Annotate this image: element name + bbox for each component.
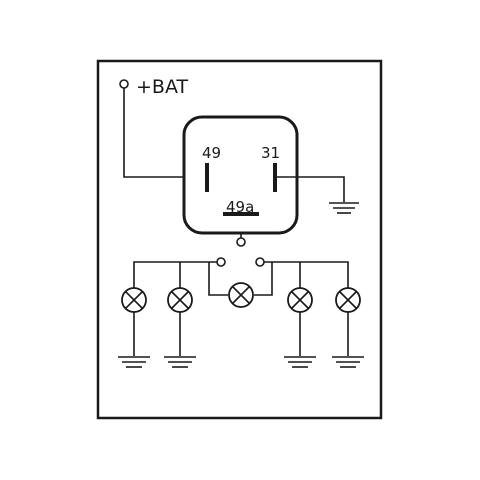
supply-terminal-icon [119, 79, 129, 89]
indicator-wire-right [254, 262, 273, 296]
lamp-right-inner-icon [287, 287, 313, 313]
ground-right-outer-icon [332, 356, 364, 368]
right-bus-wire [264, 261, 349, 288]
diagram-frame [96, 59, 383, 420]
ground-wire [275, 176, 345, 202]
left-bus-wire [133, 261, 217, 288]
supply-wire [123, 88, 205, 178]
lamp-left-outer-icon [121, 287, 147, 313]
ground-left-inner-icon [164, 356, 196, 368]
lamp-right-outer-icon [335, 287, 361, 313]
terminal-31-label: 31 [261, 144, 280, 162]
lamp-left-inner-icon [167, 287, 193, 313]
switch-right-contact-icon [255, 257, 265, 267]
lamp-indicator-icon [228, 282, 254, 308]
terminal-49-label: 49 [202, 144, 221, 162]
indicator-wire-left [208, 262, 228, 296]
supply-label: +BAT [136, 76, 188, 98]
ground-right-inner-icon [284, 356, 316, 368]
switch-left-contact-icon [216, 257, 226, 267]
switch-common-contact-icon [236, 237, 246, 247]
ground-left-outer-icon [118, 356, 150, 368]
terminal-49a-label: 49a [226, 198, 254, 216]
relay-ground-icon [329, 202, 359, 214]
